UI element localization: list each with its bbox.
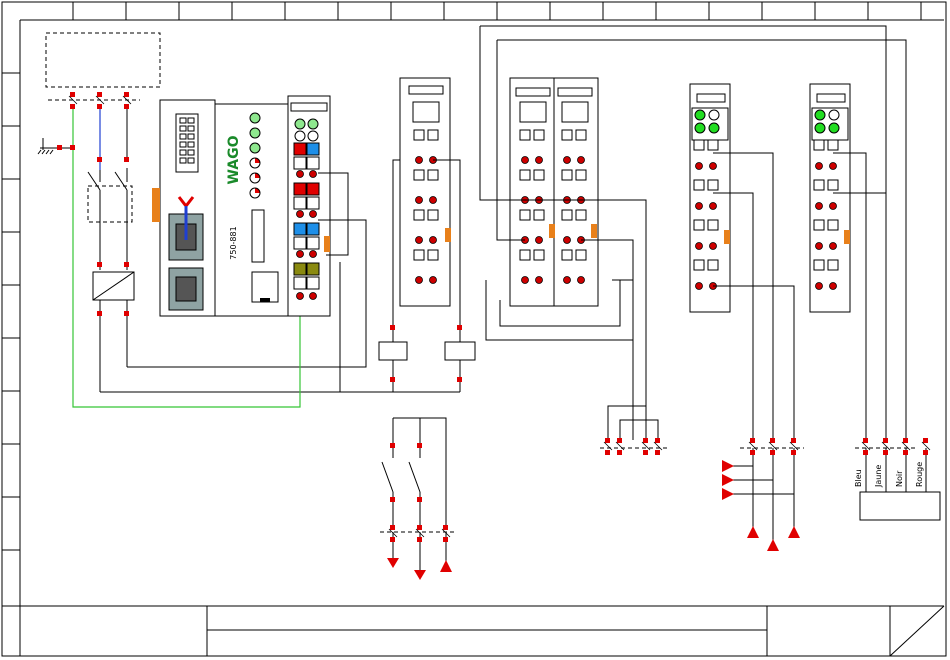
arrow-down-icon [414,570,426,580]
io-module-2 [510,78,598,306]
signal-arrows [387,460,800,580]
relay-coil-1 [379,342,407,360]
io-module-1 [400,78,451,306]
sensor-wire-labels: Bleu Jaune Noir Rouge [854,462,924,488]
coupler-brand: WAGO [226,135,242,184]
arrow-up-icon [767,539,779,551]
wago-coupler [152,100,288,316]
coupler-model: 750-881 [229,226,238,259]
arrow-up-icon [788,526,800,538]
title-block [20,606,944,656]
io-module-4 [810,84,850,312]
wire-label-blue: Bleu [854,469,863,487]
wire-label-red: Rouge [915,462,924,487]
arrow-right-icon [722,460,734,472]
arrow-right-icon [722,488,734,500]
supply-box [46,33,160,87]
wire-label-black: Noir [895,470,904,487]
relay-coil-2 [445,342,475,360]
arrow-up-icon [747,526,759,538]
arrow-right-icon [722,474,734,486]
io-module-3 [690,84,730,312]
arrow-up-icon [440,560,452,572]
sensor-box [860,492,940,520]
wire-label-yellow: Jaune [874,465,883,488]
arrow-down-icon [387,558,399,568]
coupler-supply-terminals [288,96,330,316]
